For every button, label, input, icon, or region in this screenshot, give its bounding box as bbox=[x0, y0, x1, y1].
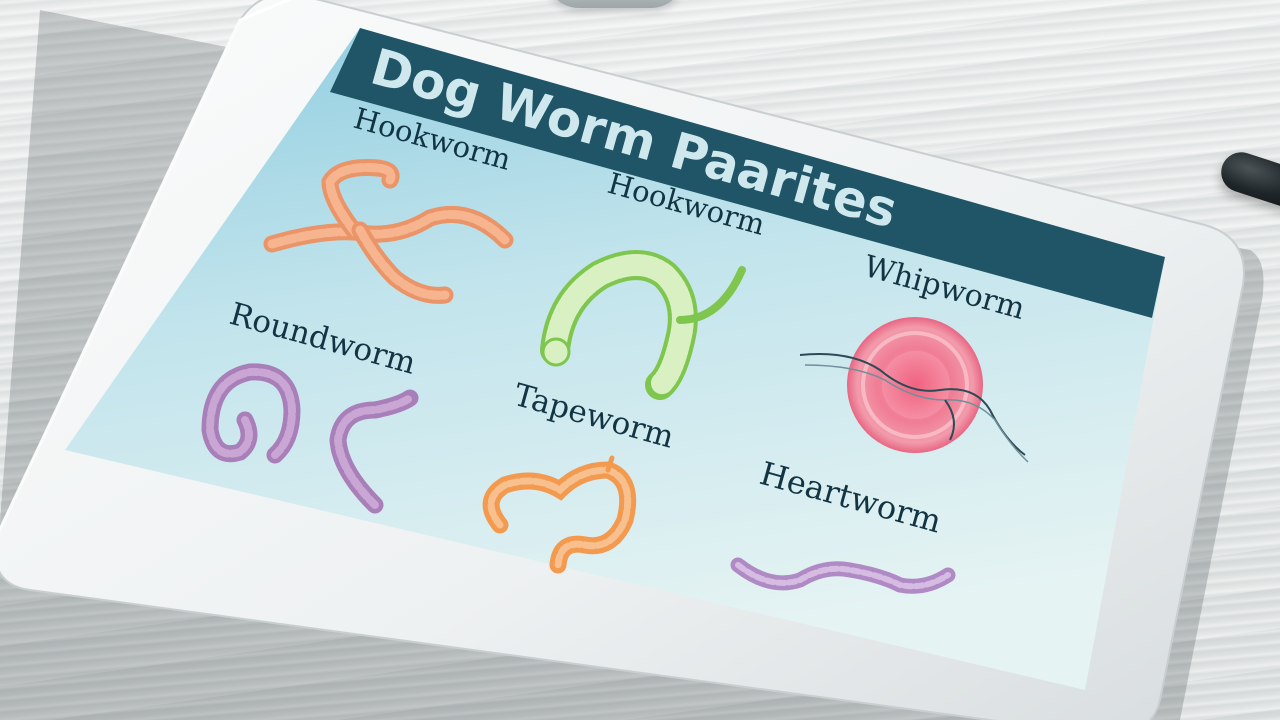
arched-roundworm-icon bbox=[329, 389, 419, 514]
cup-rim bbox=[545, 0, 685, 8]
whipworm-icon bbox=[799, 317, 1029, 463]
heartworm-icon bbox=[730, 557, 956, 594]
orange-hookworm-icon bbox=[263, 159, 514, 304]
tapeworm-icon bbox=[482, 455, 637, 574]
header-bar bbox=[330, 28, 1165, 318]
curled-roundworm-icon bbox=[201, 363, 301, 464]
green-hookworm-icon bbox=[540, 250, 746, 400]
